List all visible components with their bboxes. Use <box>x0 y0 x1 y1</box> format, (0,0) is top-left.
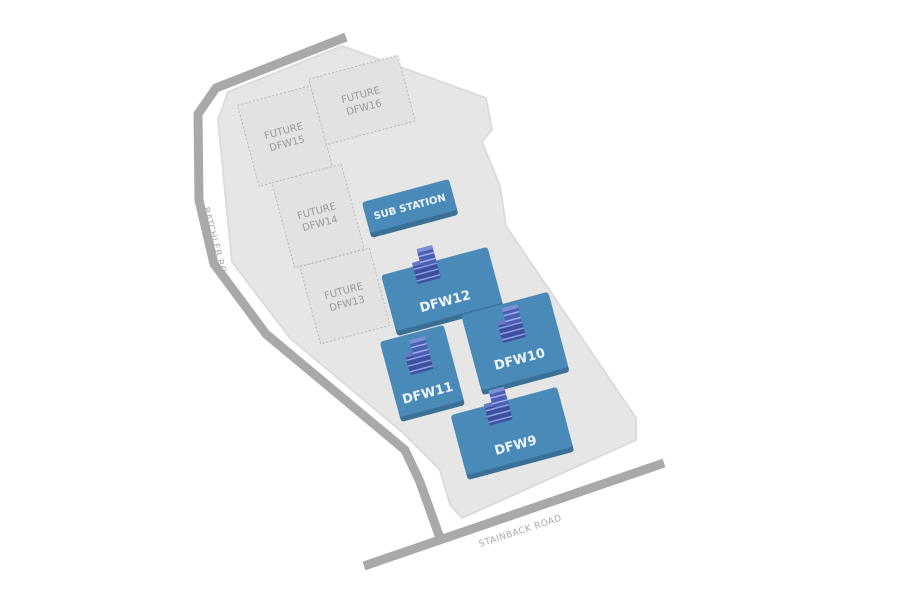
building-dfw11[interactable]: DFW11 <box>380 325 465 422</box>
batchler-road <box>193 32 445 540</box>
future-building-dfw15[interactable]: FUTURE DFW15 <box>236 84 334 188</box>
stainback-road <box>362 458 666 571</box>
future-building-dfw13[interactable]: FUTURE DFW13 <box>299 247 391 345</box>
sub-station[interactable]: SUB STATION <box>362 179 459 238</box>
building-dfw10[interactable]: DFW10 <box>461 292 569 395</box>
future-building-dfw14[interactable]: FUTURE DFW14 <box>271 163 365 269</box>
building-dfw9[interactable]: DFW9 <box>447 373 574 480</box>
future-building-dfw16[interactable]: FUTURE DFW16 <box>308 54 416 146</box>
batchler-road-label: BATCHLER ROAD <box>200 206 231 288</box>
